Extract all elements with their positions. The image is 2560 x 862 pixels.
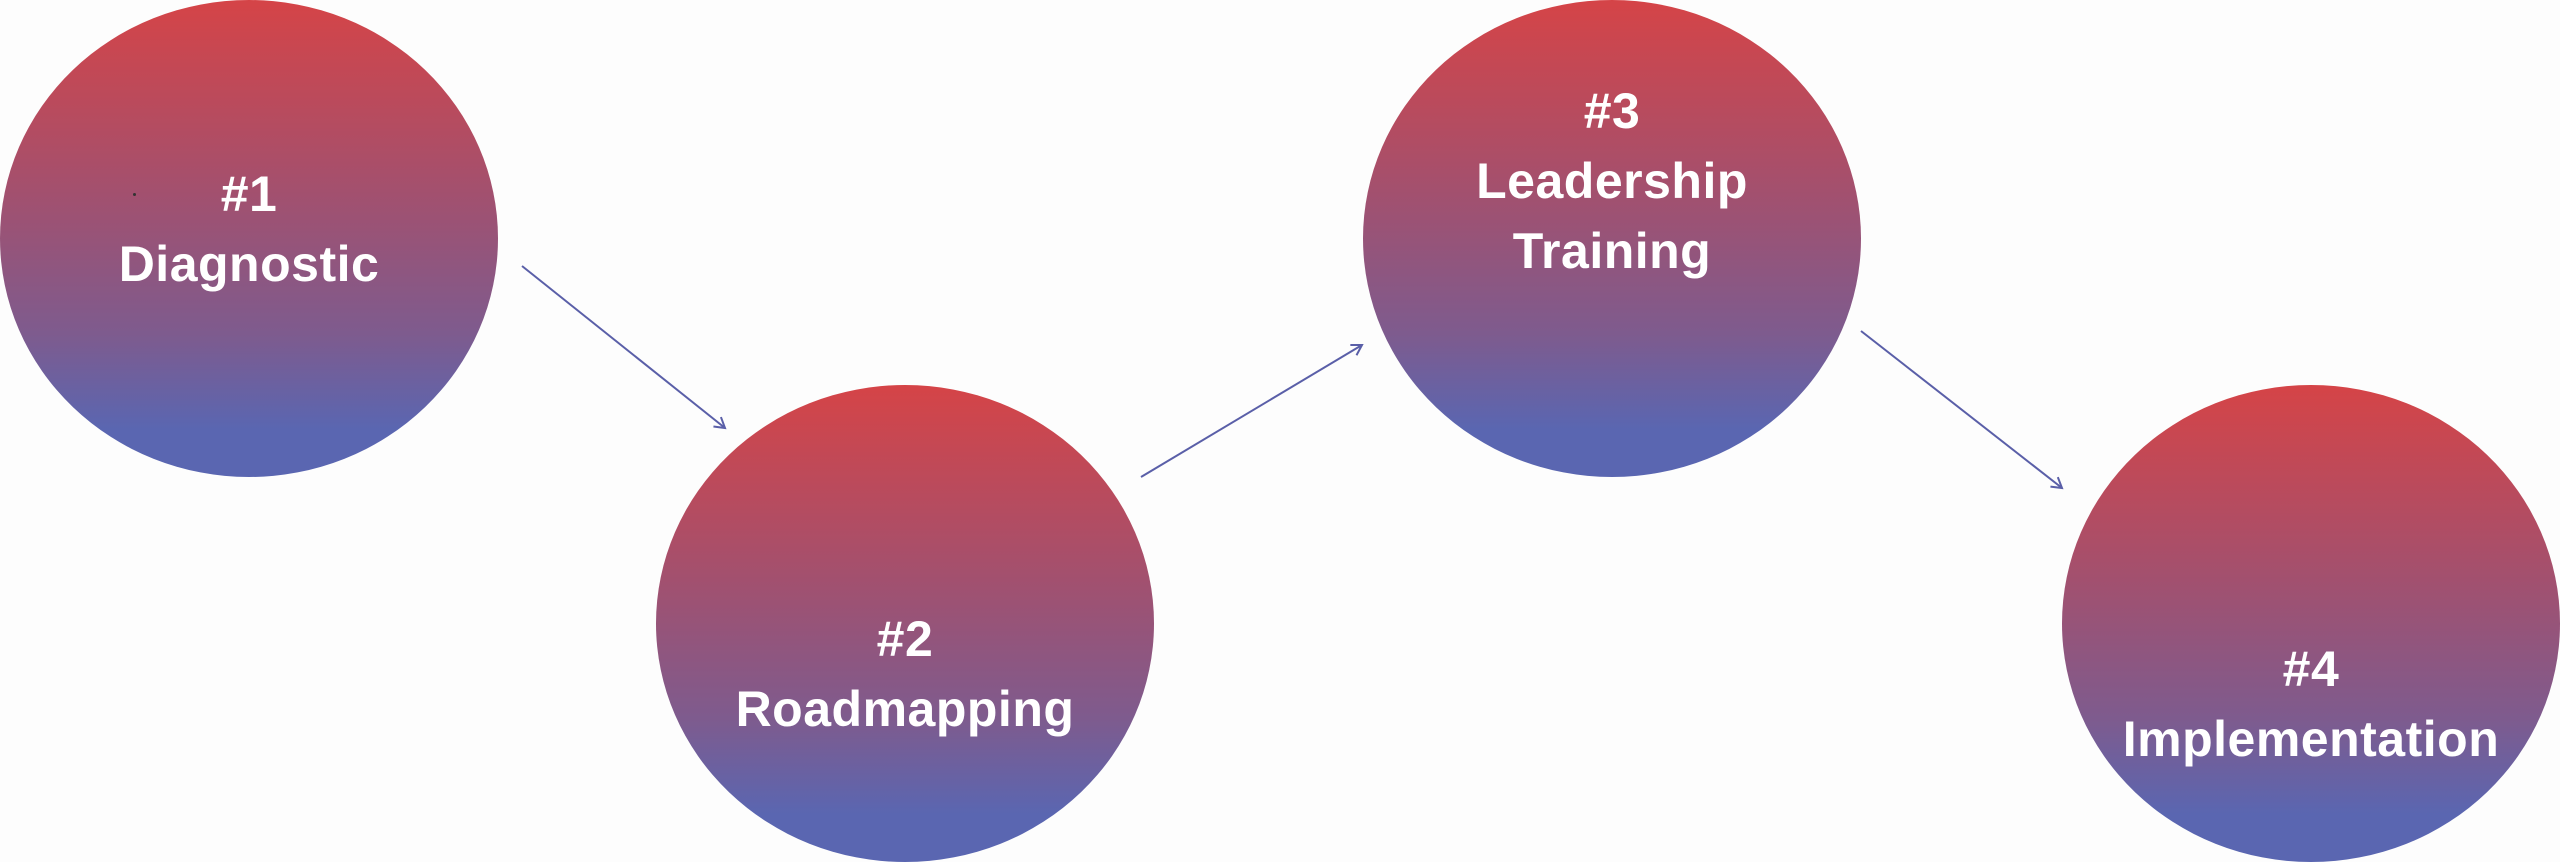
step-number: #4 xyxy=(2282,640,2340,697)
arrow-1-to-2 xyxy=(521,265,727,430)
step-number: #3 xyxy=(1583,82,1641,139)
step-label: Diagnostic xyxy=(118,235,380,292)
step-number: #1 xyxy=(220,165,278,222)
step-4-implementation: #4 Implementation xyxy=(2062,385,2560,862)
step-label-line-1: Leadership xyxy=(1476,152,1748,209)
step-number: #2 xyxy=(876,610,934,667)
step-1-diagnostic: #1 Diagnostic xyxy=(0,0,498,477)
arrow-2-to-3 xyxy=(1140,343,1364,478)
step-label: Implementation xyxy=(2122,710,2500,767)
stray-dot xyxy=(133,193,136,196)
arrow-3-to-4 xyxy=(1860,330,2064,490)
step-3-leadership-training: #3 Leadership Training xyxy=(1363,0,1861,477)
step-2-roadmapping: #2 Roadmapping xyxy=(656,385,1154,862)
step-label: Roadmapping xyxy=(735,680,1075,737)
step-label-line-2: Training xyxy=(1512,222,1712,279)
